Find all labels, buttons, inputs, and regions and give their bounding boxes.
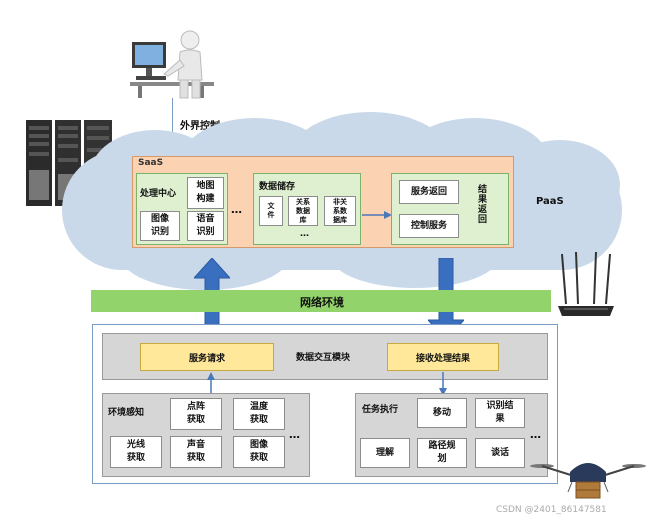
network-environment-label: 网络环境	[300, 296, 344, 309]
watermark: CSDN @2401_86147581	[496, 505, 607, 515]
network-environment-bar	[91, 290, 551, 312]
non-relational-db-box: 非关 系数 据库	[324, 196, 356, 226]
service-request-box: 服务请求	[140, 343, 274, 371]
processing-center-title: 处理中心	[140, 189, 177, 199]
saas-ellipsis-left: …	[231, 203, 243, 216]
user-at-computer-icon	[128, 30, 220, 100]
result-return-label: 结果返回	[476, 184, 486, 224]
drone-icon	[528, 452, 648, 512]
receive-result-box: 接收处理结果	[387, 343, 499, 371]
saas-title: SaaS	[138, 158, 164, 168]
data-storage-title: 数据储存	[259, 182, 296, 192]
storage-to-results-arrow	[362, 205, 392, 219]
speech-recognition-box: 语音 识别	[187, 211, 224, 241]
relational-db-box: 关系 数据 库	[288, 196, 318, 226]
recognition-result-box: 识别结 果	[475, 398, 525, 428]
move-box: 移动	[417, 398, 467, 428]
dot-matrix-box: 点阵 获取	[170, 398, 222, 430]
service-return-box: 服务返回	[399, 180, 459, 204]
image-capture-box: 图像 获取	[233, 436, 285, 468]
map-build-box: 地图 构建	[187, 177, 224, 209]
task-execution-title: 任务执行	[362, 405, 399, 415]
paas-label: PaaS	[536, 196, 564, 207]
sound-box: 声音 获取	[170, 436, 222, 468]
understand-box: 理解	[360, 438, 410, 468]
temperature-box: 温度 获取	[233, 398, 285, 430]
image-recognition-box: 图像 识别	[140, 211, 180, 241]
result-to-task-arrow	[438, 372, 448, 396]
storage-ellipsis: …	[300, 229, 310, 239]
path-planning-box: 路径规 划	[417, 438, 467, 468]
env-perception-title: 环境感知	[108, 408, 145, 418]
light-box: 光线 获取	[110, 436, 162, 468]
file-box: 文 件	[259, 196, 283, 226]
env-ellipsis: …	[289, 428, 301, 441]
wifi-router-icon	[556, 250, 616, 320]
data-exchange-title: 数据交互模块	[296, 353, 351, 363]
control-service-box: 控制服务	[399, 214, 459, 238]
task-ellipsis: …	[530, 428, 542, 441]
talk-box: 谈话	[475, 438, 525, 468]
external-control-label: 外界控制	[180, 121, 220, 132]
